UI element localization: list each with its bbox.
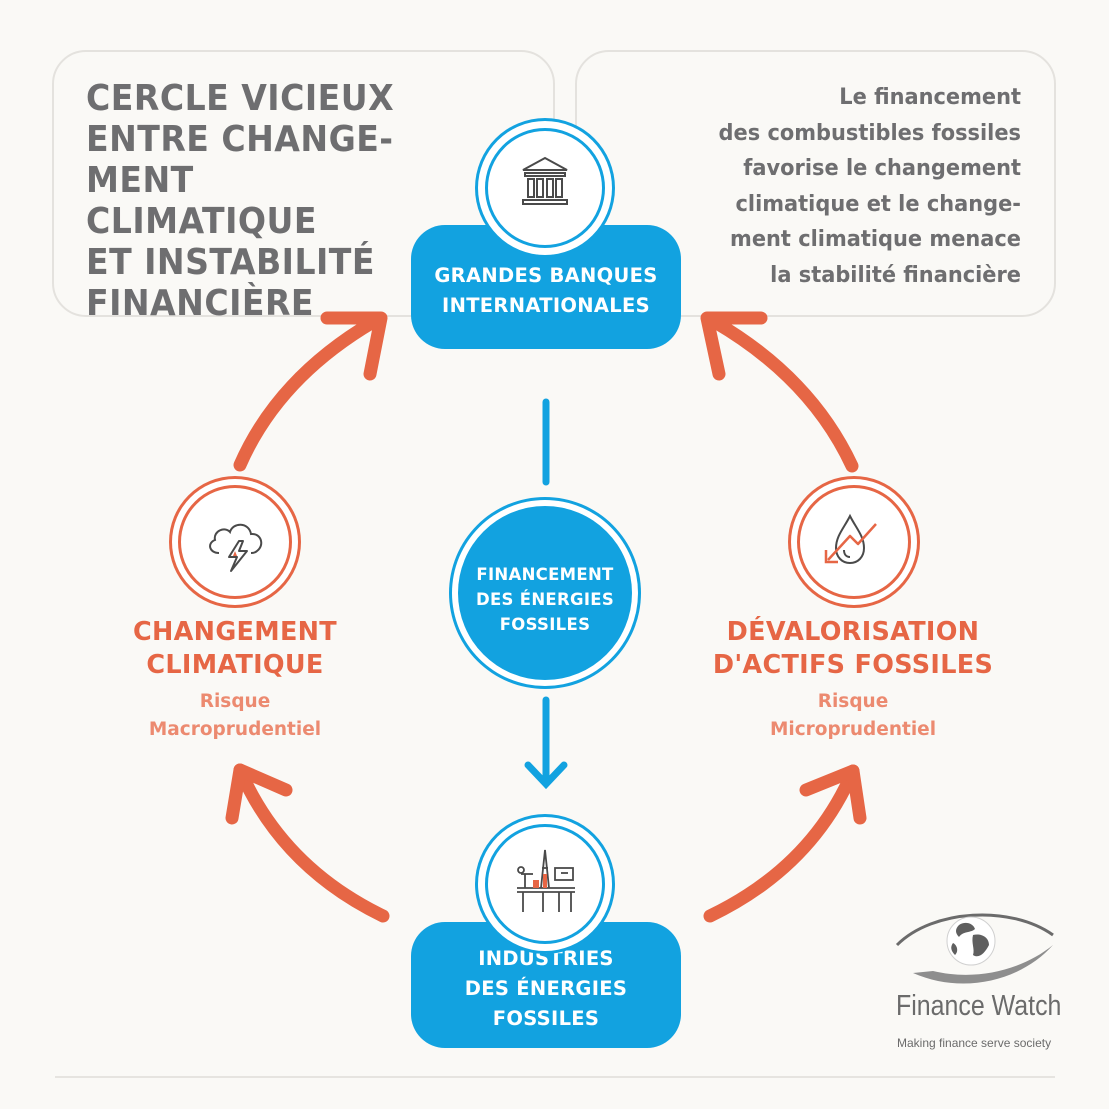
financing-label: FINANCEMENT DES ÉNERGIES FOSSILES [475, 565, 615, 634]
brand-name: Finance Watch [896, 990, 1062, 1022]
blue-arrow-head [524, 761, 568, 790]
arrow-devaluation-to-banks-head [700, 311, 768, 381]
brand-tagline: Making finance serve society [897, 1036, 1052, 1050]
eye-globe-logo [895, 913, 1054, 984]
climate-title: CHANGEMENT CLIMATIQUE [132, 617, 337, 680]
oil-drop-decline-icon [824, 513, 877, 565]
intro-text: Le financement des combustibles fossiles… [718, 84, 1021, 288]
climate-subtitle: Risque Macroprudentiel [148, 691, 322, 740]
arrow-industries-to-devaluation-head [799, 764, 867, 825]
devaluation-subtitle: Risque Microprudentiel [769, 691, 937, 740]
financing-circle [458, 506, 632, 680]
climate-icon-circle [178, 485, 292, 599]
banks-icon-circle [485, 128, 605, 248]
bank-icon [522, 156, 568, 205]
arrow-industries-to-climate-head [225, 763, 293, 825]
arrow-devaluation-to-banks [708, 315, 859, 473]
arrow-industries-to-devaluation [703, 764, 860, 923]
devaluation-title: DÉVALORISATION D'ACTIFS FOSSILES [712, 617, 994, 680]
footer-divider [55, 1076, 1055, 1078]
storm-cloud-icon [209, 523, 263, 572]
arrow-climate-to-banks [233, 315, 380, 472]
arrow-climate-to-banks-head [320, 311, 388, 381]
devaluation-icon-circle [797, 485, 911, 599]
page-title: CERCLE VICIEUX ENTRE CHANGE- MENT CLIMAT… [86, 78, 395, 324]
oil-rig-icon [517, 849, 575, 912]
arrow-industries-to-climate [233, 763, 390, 923]
